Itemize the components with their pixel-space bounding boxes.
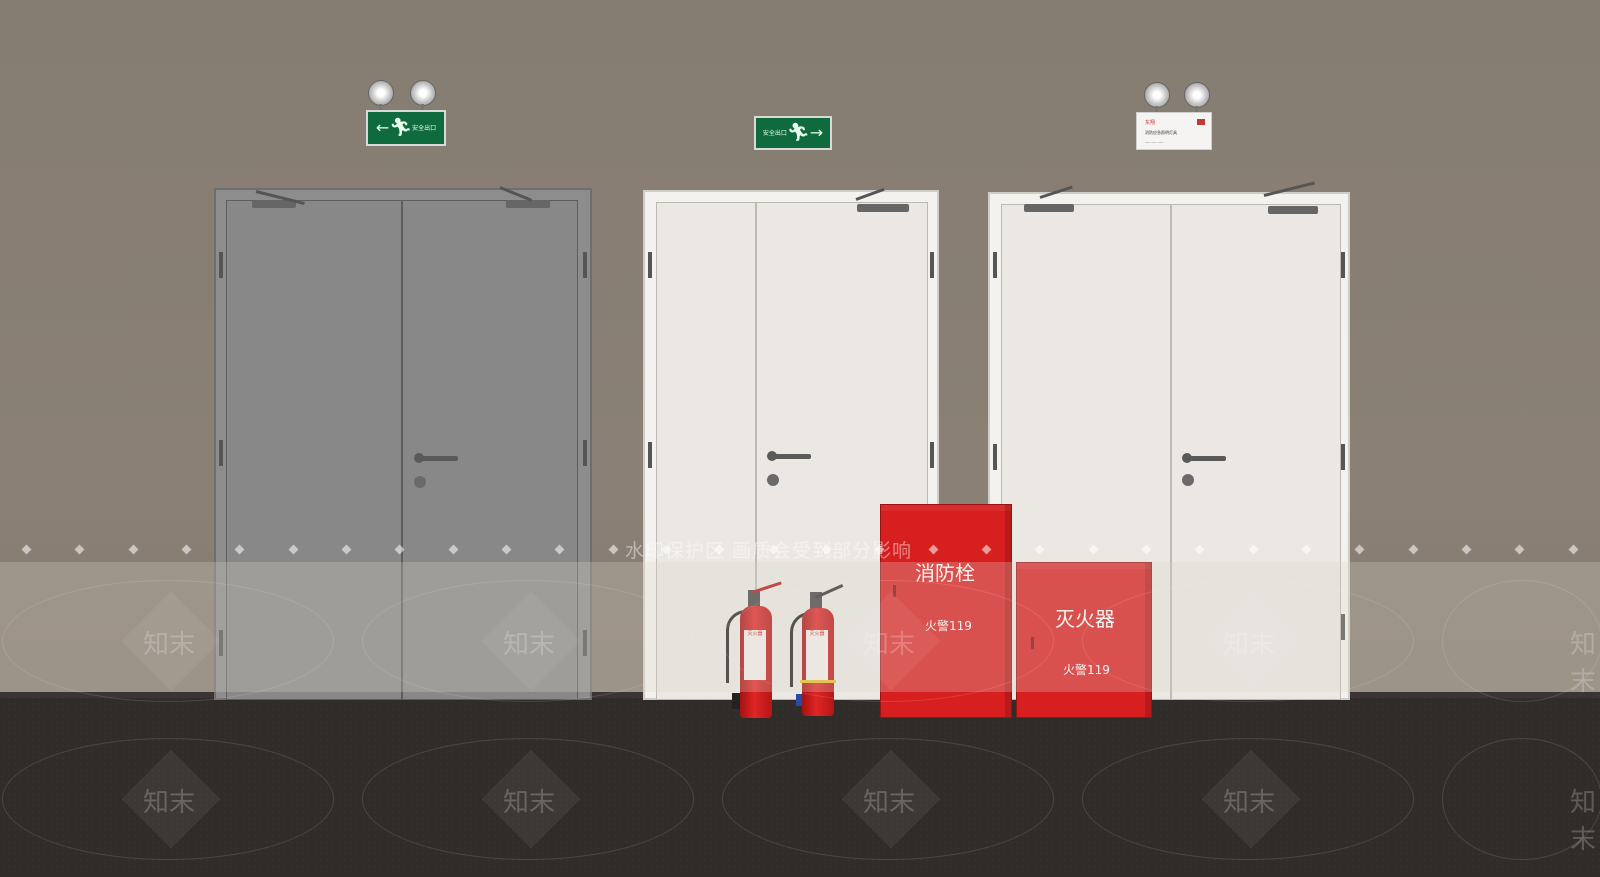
watermark-dot	[288, 544, 299, 555]
watermark-logo-text: 知末	[143, 630, 196, 660]
door-handle-rose	[414, 453, 424, 463]
notice-brand: 东翔	[1145, 120, 1156, 126]
watermark-dot	[1461, 544, 1472, 555]
door-handle-rose	[767, 451, 777, 461]
lamp-stem	[1195, 106, 1198, 116]
exit-sign-left: ← 🏃︎ 安全出口	[366, 110, 446, 146]
hinge	[219, 440, 223, 466]
watermark-dot	[341, 544, 352, 555]
exit-sign-text: 安全出口	[762, 129, 787, 137]
watermark-dot	[1568, 544, 1579, 555]
extinguisher-nozzle	[796, 694, 802, 706]
notice-title: 消防应急照明灯具	[1145, 130, 1177, 135]
hinge	[583, 252, 587, 278]
watermark-dot	[1514, 544, 1525, 555]
watermark-logo-text: 知末	[1570, 788, 1597, 855]
watermark-ellipse	[2, 580, 334, 702]
watermark-ellipse	[362, 738, 694, 860]
watermark-logo-text: 知末	[1223, 788, 1276, 818]
watermark-dot	[1354, 544, 1365, 555]
watermark-dot	[554, 544, 565, 555]
watermark-dot	[75, 544, 85, 555]
arrow-right-icon: →	[809, 123, 824, 142]
running-man-icon: 🏃︎	[389, 117, 413, 138]
watermark-dot	[181, 544, 192, 555]
watermark-dot	[1408, 544, 1419, 555]
hinge	[583, 440, 587, 466]
emergency-lamp-icon	[368, 80, 394, 106]
door-closer	[857, 204, 909, 212]
extinguisher-base	[732, 693, 740, 709]
door-closer	[1024, 204, 1074, 212]
notice-fine-print: ─── ─── ───	[1145, 141, 1164, 145]
watermark-logo-text: 知末	[503, 630, 556, 660]
watermark-dot	[1088, 544, 1099, 555]
watermark-dot	[128, 544, 139, 555]
hinge	[1341, 252, 1345, 278]
door-closer	[506, 200, 550, 208]
watermark-logo-text: 知末	[863, 630, 916, 660]
hinge	[648, 442, 652, 468]
watermark-dot	[395, 544, 405, 555]
watermark-logo-text: 知末	[143, 788, 196, 818]
exit-sign-text: 安全出口	[412, 124, 437, 132]
watermark-dot	[1034, 544, 1045, 555]
lamp-stem	[421, 104, 424, 114]
lamp-stem	[1155, 106, 1158, 116]
watermark-ellipse	[2, 738, 334, 860]
watermark-dot	[21, 544, 32, 555]
watermark-dot	[501, 544, 512, 555]
hinge	[930, 442, 934, 468]
watermark-dot	[448, 544, 459, 555]
emergency-lamp-icon	[410, 80, 436, 106]
watermark-dot	[1194, 544, 1205, 555]
watermark-logo-text: 知末	[1223, 630, 1276, 660]
door-closer	[1268, 206, 1318, 214]
watermark-ellipse	[722, 738, 1054, 860]
watermark-dot	[1141, 544, 1152, 555]
door-lock	[1182, 474, 1194, 486]
watermark-ellipse	[1442, 738, 1600, 860]
watermark-dot	[235, 544, 245, 555]
arrow-left-icon: ←	[375, 118, 390, 137]
hinge	[219, 252, 223, 278]
door-lock	[414, 476, 426, 488]
emergency-lamp-icon	[1144, 82, 1170, 108]
notice-red-mark	[1197, 119, 1205, 125]
door-handle	[771, 454, 811, 459]
watermark-logo-text: 知末	[1570, 630, 1597, 697]
hinge	[930, 252, 934, 278]
watermark-ellipse	[1082, 738, 1414, 860]
door-lock	[767, 474, 779, 486]
door-closer	[252, 200, 296, 208]
exit-sign-middle: 安全出口 🏃︎ →	[754, 116, 832, 150]
watermark-logo-text: 知末	[503, 788, 556, 818]
door-handle	[418, 456, 458, 461]
hinge	[993, 252, 997, 278]
watermark-banner-text: 水印保护区 画质会受到部分影响	[625, 540, 913, 562]
emergency-lighting-notice: 东翔 消防应急照明灯具 ─── ─── ───	[1136, 112, 1212, 150]
watermark-ellipse	[1082, 580, 1414, 702]
lamp-stem	[379, 104, 382, 114]
hinge	[1341, 444, 1345, 470]
watermark-ellipse	[362, 580, 694, 702]
watermark-dot	[608, 544, 619, 555]
watermark-ellipse	[1442, 580, 1600, 702]
watermark-logo-text: 知末	[863, 788, 916, 818]
hinge	[648, 252, 652, 278]
watermark-dot	[1248, 544, 1259, 555]
running-man-icon: 🏃︎	[786, 122, 810, 143]
door-handle	[1186, 456, 1226, 461]
hinge	[993, 444, 997, 470]
watermark-dot	[1301, 544, 1312, 555]
watermark-ellipse	[722, 580, 1054, 702]
emergency-lamp-icon	[1184, 82, 1210, 108]
door-handle-rose	[1182, 453, 1192, 463]
